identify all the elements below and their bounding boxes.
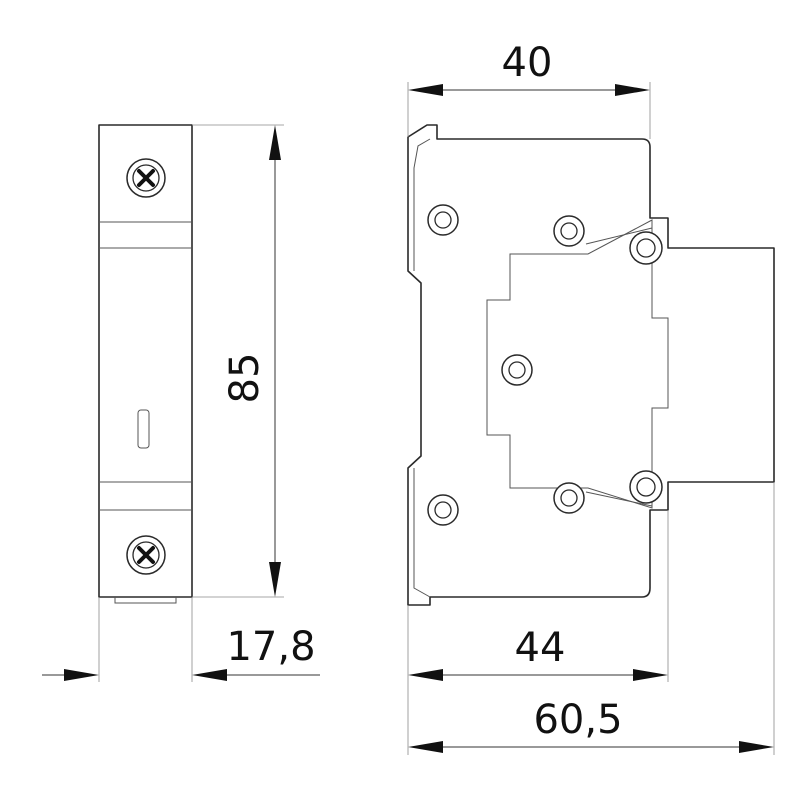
- dimension-label-40: 40: [502, 40, 553, 86]
- dimension-label-17-8: 17,8: [226, 624, 315, 670]
- internal-step-line: [585, 491, 653, 507]
- terminal-screw-top: [126, 158, 166, 198]
- rivet-2: [553, 215, 585, 247]
- front-view: [98, 124, 193, 604]
- indicator-slot: [137, 409, 150, 449]
- front-view-body: [98, 124, 193, 598]
- dimension-side-total-width: 60,5: [408, 482, 775, 755]
- side-view-body: [407, 124, 775, 606]
- dimension-label-60-5: 60,5: [533, 697, 622, 743]
- rivet-5: [629, 470, 663, 504]
- dimension-side-body-width: 44: [407, 510, 669, 755]
- rivet-3: [629, 231, 663, 265]
- rivet-1: [427, 204, 459, 236]
- dimension-front-width: 17,8: [42, 597, 320, 682]
- dimension-label-85: 85: [222, 353, 268, 404]
- rivet-4: [501, 354, 533, 386]
- internal-step-line: [585, 227, 653, 245]
- dimension-label-44: 44: [515, 625, 566, 671]
- rivet-7: [427, 494, 459, 526]
- side-view: [407, 124, 775, 606]
- din-rail-clip: [413, 138, 431, 598]
- dimension-side-top-width: 40: [407, 40, 651, 139]
- dimension-front-height: 85: [192, 124, 284, 598]
- terminal-screw-bottom: [126, 535, 166, 575]
- rivet-6: [553, 482, 585, 514]
- front-bottom-clip: [114, 597, 177, 604]
